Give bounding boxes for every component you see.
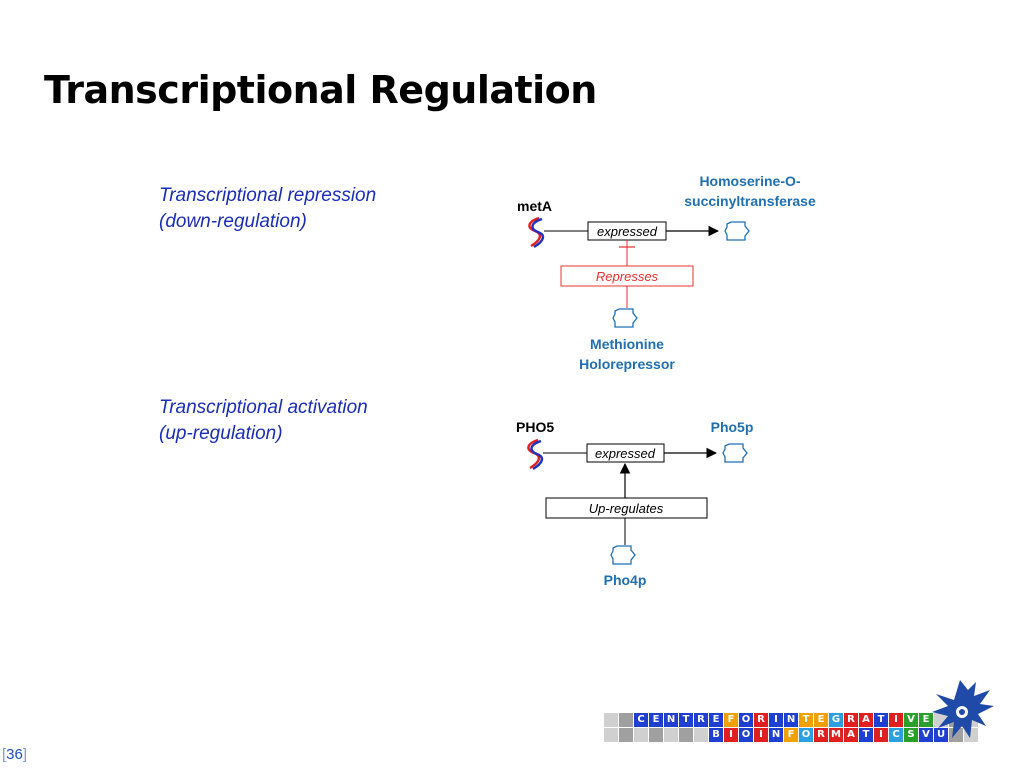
logo-letter-cell: T	[859, 728, 873, 742]
slide-title: Transcriptional Regulation	[44, 68, 597, 112]
logo-letter-cell: C	[889, 728, 903, 742]
protein-icon	[724, 221, 750, 241]
expressed-label: expressed	[597, 224, 658, 239]
logo-letter-cell: E	[649, 713, 663, 727]
logo-letter-cell	[619, 728, 633, 742]
product-label: Pho5p	[711, 419, 754, 435]
griffin-logo-icon	[932, 680, 994, 738]
repression-heading-line2: (down-regulation)	[159, 211, 307, 232]
logo-letter-cell	[679, 728, 693, 742]
logo-letter-cell: I	[724, 728, 738, 742]
logo-letter-cell: V	[919, 728, 933, 742]
logo-letter-cell: E	[919, 713, 933, 727]
repression-heading-line1: Transcriptional repression	[159, 185, 377, 206]
logo-letter-cell: R	[844, 713, 858, 727]
repression-heading: Transcriptional repression (down-regulat…	[159, 183, 376, 235]
logo-letter-cell: U	[934, 728, 948, 742]
logo-letter-cell: M	[829, 728, 843, 742]
represses-label: Represses	[596, 269, 659, 284]
logo-letter-cell: O	[739, 713, 753, 727]
regulator-label-line2: Holorepressor	[579, 356, 675, 372]
activation-heading: Transcriptional activation (up-regulatio…	[159, 395, 368, 447]
activation-heading-line1: Transcriptional activation	[159, 397, 368, 418]
gene-label-pho5: PHO5	[516, 419, 554, 435]
logo-letter-cell	[604, 728, 618, 742]
page-number: [36]	[2, 746, 28, 763]
activation-heading-line2: (up-regulation)	[159, 423, 283, 444]
dna-icon	[528, 216, 545, 249]
logo-letter-cell: V	[904, 713, 918, 727]
logo-letter-cell: R	[814, 728, 828, 742]
repression-diagram: metA expressed Homoserine-O- succinyltra…	[517, 173, 816, 372]
dna-icon	[527, 438, 544, 471]
logo-letter-cell: I	[754, 728, 768, 742]
regulator-label-line1: Methionine	[590, 336, 664, 352]
logo-letter-cell: R	[694, 713, 708, 727]
logo-letter-cell: A	[859, 713, 873, 727]
logo-letter-cell: I	[889, 713, 903, 727]
activation-diagram: PHO5 expressed Pho5p Up-regulates Pho4p	[516, 419, 753, 588]
logo-letter-cell	[649, 728, 663, 742]
product-label-line2: succinyltransferase	[684, 193, 816, 209]
logo-letter-cell: E	[814, 713, 828, 727]
logo-letter-cell: I	[874, 728, 888, 742]
up-regulates-box	[545, 497, 708, 519]
gene-label-meta: metA	[517, 198, 552, 214]
regulator-protein-icon	[612, 308, 638, 328]
logo-letter-cell: R	[754, 713, 768, 727]
logo-letter-cell: F	[724, 713, 738, 727]
logo-letter-cell: G	[829, 713, 843, 727]
regulator-label: Pho4p	[604, 572, 647, 588]
logo-letter-cell: N	[769, 728, 783, 742]
logo-letter-cell: N	[664, 713, 678, 727]
expressed-label: expressed	[595, 446, 656, 461]
logo-letter-cell: N	[784, 713, 798, 727]
logo-letter-cell: T	[679, 713, 693, 727]
page-number-value: 36	[6, 746, 23, 763]
logo-letter-cell: I	[769, 713, 783, 727]
logo-letter-cell: B	[709, 728, 723, 742]
logo-letter-cell	[619, 713, 633, 727]
logo-letter-cell	[634, 728, 648, 742]
logo-letter-cell	[949, 728, 963, 742]
up-regulates-label: Up-regulates	[589, 501, 664, 516]
logo-letter-cell	[694, 728, 708, 742]
regulator-protein-icon	[610, 545, 636, 565]
logo-letter-cell: E	[709, 713, 723, 727]
logo-letter-cell: T	[799, 713, 813, 727]
logo-letter-cell: T	[874, 713, 888, 727]
logo-letter-cell	[604, 713, 618, 727]
product-label-line1: Homoserine-O-	[699, 173, 800, 189]
protein-icon	[722, 443, 748, 463]
logo-letter-cell: O	[799, 728, 813, 742]
logo-letter-cell: C	[634, 713, 648, 727]
logo-letter-cell: A	[844, 728, 858, 742]
logo-letter-cell: F	[784, 728, 798, 742]
logo-letter-cell: O	[739, 728, 753, 742]
logo-letter-cell	[664, 728, 678, 742]
logo-letter-cell: S	[904, 728, 918, 742]
